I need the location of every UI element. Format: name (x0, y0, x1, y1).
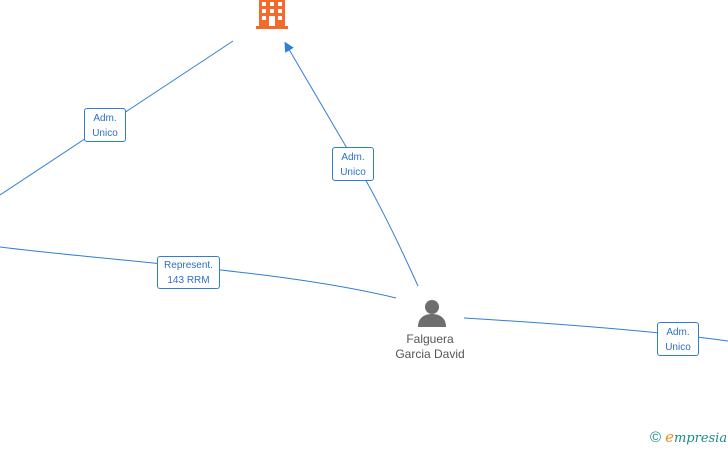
edge-label-line2: Unico (92, 128, 118, 139)
brand-logo-first-letter: e (665, 428, 674, 446)
edge-label-adm-left[interactable]: Adm. Unico (84, 108, 126, 142)
edge-label-line1: Adm. (666, 327, 690, 338)
copyright-icon: © (650, 429, 662, 446)
edge-label-line2: Unico (665, 342, 691, 353)
edge-label-adm-center[interactable]: Adm. Unico (332, 147, 374, 181)
person-name-line2: Garcia David (395, 347, 465, 361)
person-icon[interactable] (418, 300, 446, 327)
edge-label-line2: 143 RRM (167, 275, 210, 286)
edge-label-line1: Adm. (341, 152, 365, 163)
brand-logo-rest: mpresia (673, 431, 728, 446)
edge-label-line1: Adm. (93, 113, 117, 124)
person-name-label[interactable]: Falguera Garcia David (382, 332, 478, 362)
brand-logo: empresia (665, 428, 727, 448)
building-icon[interactable] (256, 0, 288, 29)
edge-label-adm-right[interactable]: Adm. Unico (657, 322, 699, 356)
person-name-line1: Falguera (406, 332, 454, 346)
edge-label-represent[interactable]: Represent. 143 RRM (157, 256, 220, 289)
edge-label-line1: Represent. (164, 260, 213, 271)
edge-label-line2: Unico (340, 167, 366, 178)
edge-line-adm-right (463, 317, 728, 342)
brand-watermark: © empresia (650, 428, 727, 448)
